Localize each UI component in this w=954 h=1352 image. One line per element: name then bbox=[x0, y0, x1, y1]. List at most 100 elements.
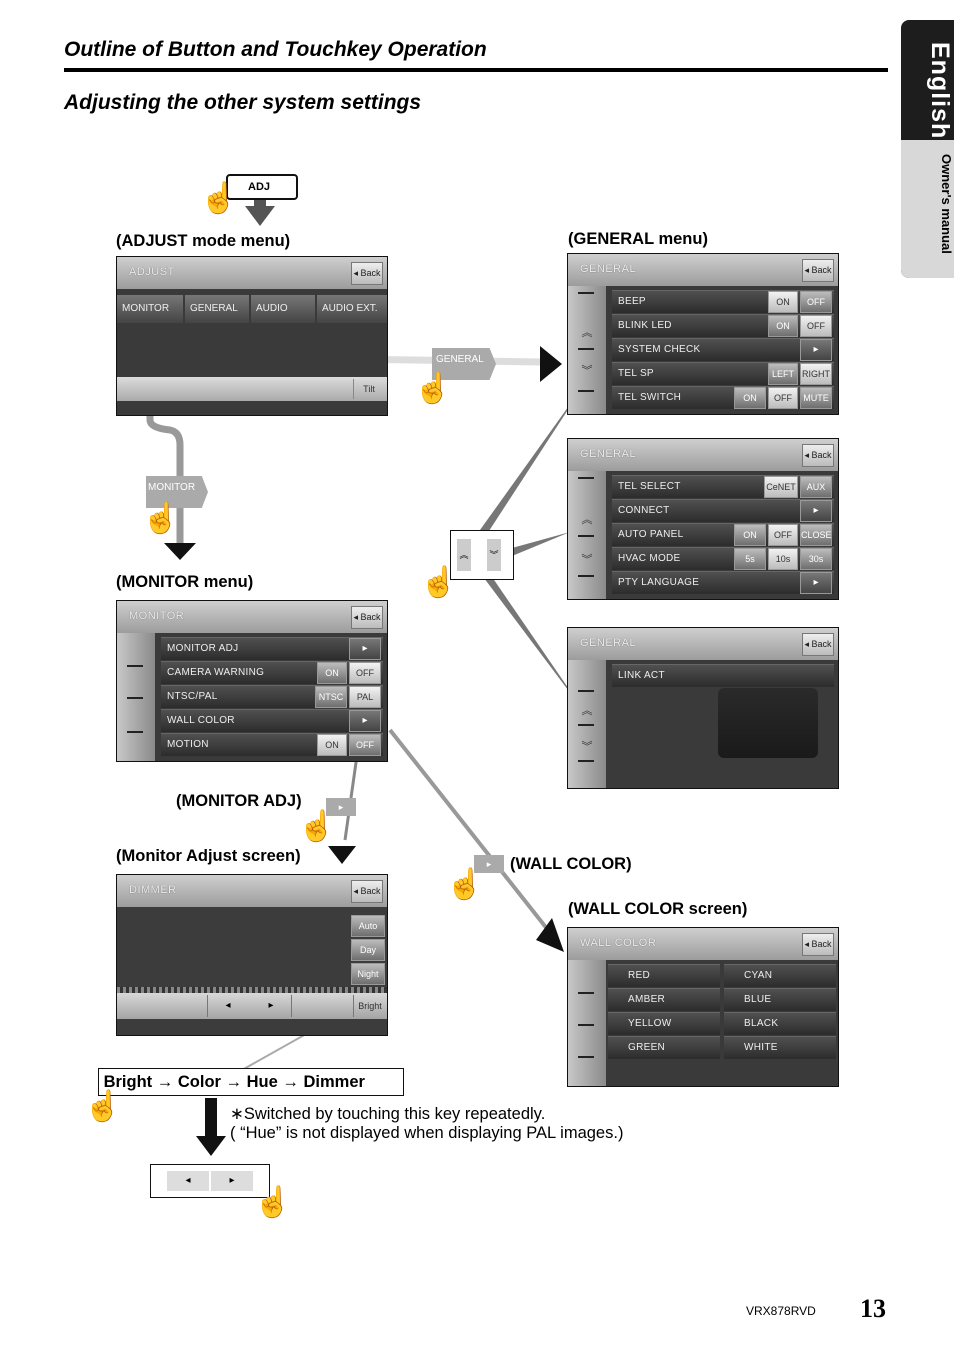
adj-arrow-head bbox=[245, 206, 275, 226]
general-screen-1: GENERAL ◂ Back ︽ ︾ BEEP ON OFF BLINK LED… bbox=[567, 253, 839, 415]
manual-label: Owner's manual bbox=[939, 154, 954, 254]
ntsc-button[interactable]: NTSC bbox=[315, 686, 347, 708]
blink-off-button[interactable]: OFF bbox=[800, 315, 832, 337]
setting-row-tel-sp: TEL SP LEFT RIGHT bbox=[612, 362, 834, 385]
back-button[interactable]: ◂ Back bbox=[802, 259, 834, 282]
scroll-fan-mid bbox=[512, 532, 570, 556]
auto-panel-close-button[interactable]: CLOSE bbox=[800, 524, 832, 546]
scroll-up-icon[interactable]: ︽ bbox=[581, 327, 593, 339]
blink-on-button[interactable]: ON bbox=[768, 315, 798, 337]
auto-panel-off-button[interactable]: OFF bbox=[768, 524, 798, 546]
divider bbox=[578, 992, 594, 994]
tel-select-aux-button[interactable]: AUX bbox=[800, 476, 832, 498]
color-option-amber[interactable]: AMBER bbox=[608, 988, 720, 1011]
scroll-up-icon[interactable]: ︽ bbox=[457, 539, 471, 571]
color-option-yellow[interactable]: YELLOW bbox=[608, 1012, 720, 1035]
general-title-bar: GENERAL ◂ Back bbox=[568, 254, 838, 286]
motion-off-button[interactable]: OFF bbox=[349, 734, 381, 756]
scroll-down-icon[interactable]: ︾ bbox=[581, 554, 593, 566]
setting-row-system-check: SYSTEM CHECK ▸ bbox=[612, 338, 834, 361]
color-option-red[interactable]: RED bbox=[608, 964, 720, 987]
pal-button[interactable]: PAL bbox=[349, 686, 381, 708]
hand-pointer-icon: ☝ bbox=[200, 182, 238, 215]
adjust-menu-label: (ADJUST mode menu) bbox=[116, 232, 291, 250]
scroll-strip: ︽ ︾ bbox=[568, 471, 606, 599]
back-button[interactable]: ◂ Back bbox=[351, 880, 383, 903]
back-button[interactable]: ◂ Back bbox=[351, 262, 383, 285]
camera-warning-on-button[interactable]: ON bbox=[317, 662, 347, 684]
note-pal: ( “Hue” is not displayed when displaying… bbox=[230, 1124, 624, 1142]
scroll-strip bbox=[568, 960, 606, 1086]
tel-switch-mute-button[interactable]: MUTE bbox=[800, 387, 832, 409]
setting-row-link-act[interactable]: LINK ACT bbox=[612, 664, 834, 687]
tel-select-cenet-button[interactable]: CeNET bbox=[764, 476, 798, 498]
connect-arrow-button[interactable]: ▸ bbox=[800, 500, 832, 522]
color-option-blue[interactable]: BLUE bbox=[724, 988, 836, 1011]
scroll-strip bbox=[117, 633, 155, 761]
adjust-title: ADJUST bbox=[129, 266, 175, 278]
monitor-arrow-head bbox=[164, 543, 196, 560]
tel-sp-right-button[interactable]: RIGHT bbox=[800, 363, 832, 385]
scroll-down-icon[interactable]: ︾ bbox=[581, 741, 593, 753]
wall-color-screen-label: (WALL COLOR screen) bbox=[568, 900, 748, 918]
pty-language-arrow-button[interactable]: ▸ bbox=[800, 572, 832, 594]
tab-audio-ext[interactable]: AUDIO EXT. bbox=[317, 295, 387, 323]
monitor-adj-label: (MONITOR ADJ) bbox=[176, 792, 302, 810]
hand-pointer-icon: ☝ bbox=[420, 566, 458, 599]
hvac-30s-button[interactable]: 30s bbox=[800, 548, 832, 570]
scroll-up-icon[interactable]: ︽ bbox=[581, 705, 593, 717]
back-button[interactable]: ◂ Back bbox=[802, 933, 834, 956]
night-button[interactable]: Night bbox=[351, 963, 385, 985]
right-arrow-icon[interactable]: ▸ bbox=[211, 1171, 253, 1191]
back-button[interactable]: ◂ Back bbox=[802, 633, 834, 656]
setting-label: MONITOR ADJ bbox=[167, 643, 239, 654]
color-option-black[interactable]: BLACK bbox=[724, 1012, 836, 1035]
auto-panel-on-button[interactable]: ON bbox=[734, 524, 766, 546]
increase-button[interactable]: ▸ bbox=[251, 995, 292, 1017]
monitor-adj-key[interactable]: ▸ bbox=[326, 798, 356, 816]
wall-color-key[interactable]: ▸ bbox=[474, 855, 504, 873]
auto-button[interactable]: Auto bbox=[351, 915, 385, 937]
tab-monitor[interactable]: MONITOR bbox=[117, 295, 183, 323]
beep-off-button[interactable]: OFF bbox=[800, 291, 832, 313]
divider bbox=[578, 724, 594, 726]
scroll-down-icon[interactable]: ︾ bbox=[581, 365, 593, 377]
back-label: Back bbox=[811, 265, 832, 275]
motion-on-button[interactable]: ON bbox=[317, 734, 347, 756]
tel-switch-off-button[interactable]: OFF bbox=[768, 387, 798, 409]
page-subtitle: Adjusting the other system settings bbox=[64, 91, 422, 114]
scroll-down-icon[interactable]: ︾ bbox=[487, 539, 501, 571]
bright-button[interactable]: Bright bbox=[353, 995, 386, 1017]
wall-color-label: (WALL COLOR) bbox=[510, 855, 632, 873]
tel-sp-left-button[interactable]: LEFT bbox=[768, 363, 798, 385]
left-arrow-icon[interactable]: ◂ bbox=[167, 1171, 209, 1191]
decrease-button[interactable]: ◂ bbox=[207, 995, 248, 1017]
monitor-callout: MONITOR bbox=[146, 476, 208, 508]
arrow-icon: → bbox=[282, 1073, 299, 1091]
divider bbox=[578, 575, 594, 577]
color-option-green[interactable]: GREEN bbox=[608, 1036, 720, 1059]
hvac-10s-button[interactable]: 10s bbox=[768, 548, 798, 570]
scroll-up-icon[interactable]: ︽ bbox=[581, 514, 593, 526]
monitor-adj-arrow-button[interactable]: ▸ bbox=[349, 638, 381, 660]
color-option-cyan[interactable]: CYAN bbox=[724, 964, 836, 987]
tel-switch-on-button[interactable]: ON bbox=[734, 387, 766, 409]
setting-label: LINK ACT bbox=[618, 670, 665, 681]
tab-audio[interactable]: AUDIO bbox=[251, 295, 315, 323]
adj-key[interactable]: ADJ bbox=[226, 174, 298, 200]
tilt-button[interactable]: Tilt bbox=[353, 379, 384, 399]
dimmer-title-bar: DIMMER ◂ Back bbox=[117, 875, 387, 907]
color-option-white[interactable]: WHITE bbox=[724, 1036, 836, 1059]
day-button[interactable]: Day bbox=[351, 939, 385, 961]
wall-color-arrow-button[interactable]: ▸ bbox=[349, 710, 381, 732]
system-check-arrow-button[interactable]: ▸ bbox=[800, 339, 832, 361]
camera-warning-off-button[interactable]: OFF bbox=[349, 662, 381, 684]
hvac-5s-button[interactable]: 5s bbox=[734, 548, 766, 570]
setting-row-tel-select: TEL SELECT CeNET AUX bbox=[612, 475, 834, 498]
beep-on-button[interactable]: ON bbox=[768, 291, 798, 313]
color-label: GREEN bbox=[628, 1042, 666, 1053]
back-button[interactable]: ◂ Back bbox=[351, 606, 383, 629]
back-button[interactable]: ◂ Back bbox=[802, 444, 834, 467]
divider bbox=[578, 390, 594, 392]
tab-general[interactable]: GENERAL bbox=[185, 295, 249, 323]
